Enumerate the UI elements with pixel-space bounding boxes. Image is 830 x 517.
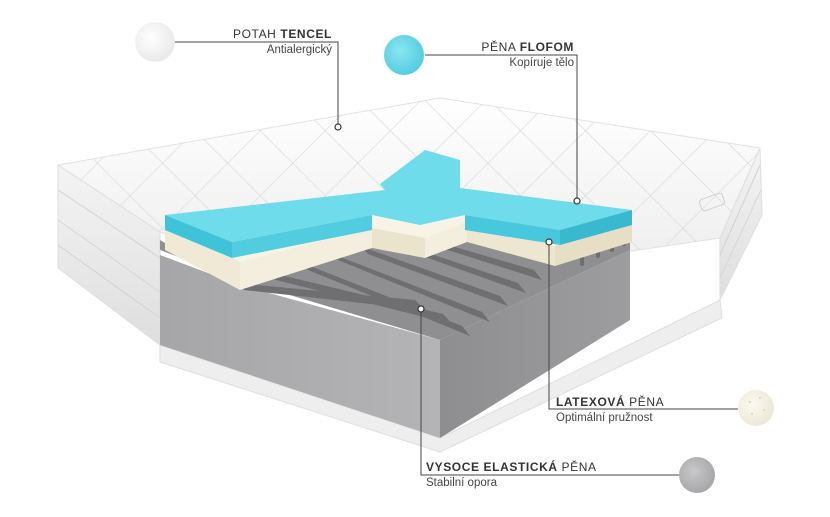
latex-front-2	[240, 228, 372, 290]
label-base: VYSOCE ELASTICKÁ PĚNA Stabilní opora	[426, 459, 597, 491]
cover-handle	[699, 192, 725, 212]
latex-front-3	[425, 222, 467, 258]
label-flofom: PĚNA FLOFOM Kopíruje tělo	[481, 39, 574, 71]
flofom-top	[165, 150, 632, 242]
label-tencel-subtitle: Antialergický	[266, 44, 332, 56]
gray-foam-swatch-icon	[679, 457, 715, 493]
latex-side	[555, 222, 632, 266]
flofom-front-right	[465, 215, 560, 245]
leader-line-latex	[548, 244, 738, 410]
label-latex: LATEXOVÁ PĚNA Optimální pružnost	[556, 394, 664, 426]
leader-line-flofom	[425, 54, 578, 198]
base-foam-front	[160, 255, 440, 438]
label-flofom-subtitle: Kopíruje tělo	[509, 57, 574, 69]
label-latex-subtitle: Optimální pružnost	[556, 412, 653, 424]
label-tencel-title: POTAH TENCEL	[233, 27, 332, 41]
label-base-title: VYSOCE ELASTICKÁ PĚNA	[426, 460, 597, 474]
base-foam-side	[440, 250, 630, 438]
leader-dots	[334, 123, 581, 313]
flofom-foam-layer	[165, 150, 632, 258]
base-foam-channels	[236, 238, 542, 336]
flofom-front-mid	[232, 215, 372, 258]
base-foam-top	[160, 232, 630, 340]
blue-foam-swatch-icon	[384, 35, 424, 75]
flofom-side	[560, 210, 632, 245]
leader-line-tencel	[172, 41, 339, 124]
flofom-front-left	[165, 215, 232, 258]
latex-foam-swatch-icon	[738, 390, 774, 426]
label-latex-title: LATEXOVÁ PĚNA	[556, 395, 665, 409]
leader-dot-base	[417, 305, 425, 313]
leader-dot-flofom	[573, 197, 581, 205]
label-flofom-title: PĚNA FLOFOM	[481, 40, 574, 54]
leader-dot-latex	[545, 238, 553, 246]
label-base-subtitle: Stabilní opora	[426, 477, 497, 489]
leader-line-base	[420, 311, 680, 476]
latex-step	[372, 228, 425, 258]
base-foam-layer	[160, 232, 630, 438]
white-fabric-swatch-icon	[135, 22, 175, 62]
label-tencel: POTAH TENCEL Antialergický	[233, 26, 332, 58]
leader-dot-tencel	[334, 123, 342, 131]
leader-lines	[172, 41, 738, 476]
latex-front	[165, 225, 240, 290]
